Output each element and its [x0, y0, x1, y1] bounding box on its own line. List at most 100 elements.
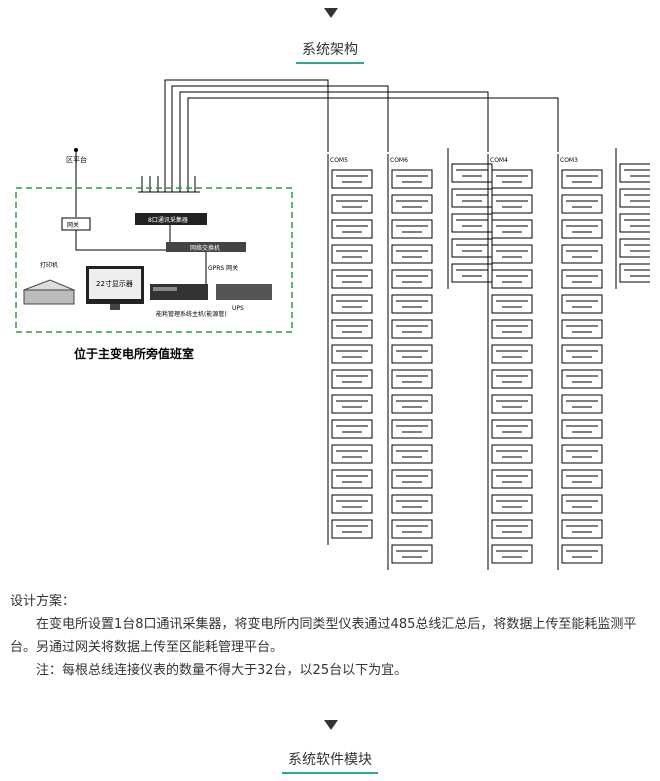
meter-box — [619, 163, 650, 183]
section-title-architecture: 系统架构 — [302, 42, 358, 58]
meter-box — [391, 444, 433, 464]
section-underline-2 — [282, 772, 378, 774]
meter-box — [391, 269, 433, 289]
meter-box — [391, 494, 433, 514]
svg-text:能耗管理系统主机(能源管): 能耗管理系统主机(能源管) — [156, 310, 227, 318]
meter-box — [391, 394, 433, 414]
meter-box — [451, 213, 493, 233]
meter-box — [491, 519, 533, 539]
meter-box — [561, 344, 603, 364]
meter-box — [491, 244, 533, 264]
meter-box — [331, 219, 373, 239]
section-underline — [296, 62, 364, 64]
meter-box — [391, 519, 433, 539]
meter-box — [561, 544, 603, 564]
down-arrow-icon — [324, 8, 338, 18]
meter-box — [491, 269, 533, 289]
meter-box — [331, 394, 373, 414]
svg-text:网关: 网关 — [67, 221, 79, 229]
meter-box — [331, 469, 373, 489]
ups-icon: UPS — [216, 284, 272, 312]
meter-box — [561, 244, 603, 264]
meter-box — [391, 544, 433, 564]
meter-box — [331, 419, 373, 439]
column-header: COM6 — [390, 157, 408, 164]
meter-box — [451, 263, 493, 283]
meter-columns: COM5 COM6 COM4 COM3 — [327, 148, 650, 570]
meter-box — [331, 294, 373, 314]
meter-box — [491, 394, 533, 414]
meter-box — [391, 169, 433, 189]
meter-box — [491, 444, 533, 464]
meter-box — [561, 194, 603, 214]
column-header: COM5 — [330, 157, 348, 164]
meter-box — [391, 419, 433, 439]
meter-box — [491, 319, 533, 339]
meter-box — [331, 169, 373, 189]
meter-box — [561, 169, 603, 189]
meter-box — [619, 213, 650, 233]
meter-box — [491, 369, 533, 389]
meter-box — [561, 294, 603, 314]
design-heading: 设计方案： — [10, 594, 76, 609]
monitor-icon: 22寸显示器 — [86, 266, 144, 310]
meter-box — [391, 369, 433, 389]
meter-box — [451, 163, 493, 183]
meter-box — [491, 294, 533, 314]
meter-box — [331, 244, 373, 264]
meter-box — [561, 394, 603, 414]
svg-text:网络交换机: 网络交换机 — [190, 244, 220, 252]
meter-box — [619, 263, 650, 283]
meter-box — [331, 369, 373, 389]
design-text: 设计方案： 在变电所设置1台8口通讯采集器，将变电所内同类型仪表通过485总线汇… — [10, 590, 650, 682]
meter-box — [391, 319, 433, 339]
meter-box — [391, 469, 433, 489]
column-header: COM4 — [490, 157, 508, 164]
meter-box — [331, 269, 373, 289]
meter-box — [331, 519, 373, 539]
meter-box — [331, 344, 373, 364]
meter-box — [331, 444, 373, 464]
meter-box — [491, 194, 533, 214]
meter-box — [561, 369, 603, 389]
meter-box — [491, 494, 533, 514]
meter-box — [331, 319, 373, 339]
meter-box — [391, 344, 433, 364]
server-icon — [150, 284, 208, 300]
svg-text:打印机: 打印机 — [40, 261, 58, 269]
meter-box — [391, 219, 433, 239]
antenna-icon — [74, 148, 78, 152]
meter-box — [491, 469, 533, 489]
meter-box — [491, 219, 533, 239]
meter-box — [561, 269, 603, 289]
meter-box — [391, 194, 433, 214]
meter-box — [331, 494, 373, 514]
design-paragraph: 在变电所设置1台8口通讯采集器，将变电所内同类型仪表通过485总线汇总后，将数据… — [10, 617, 637, 655]
svg-text:22寸显示器: 22寸显示器 — [96, 279, 133, 288]
meter-box — [561, 444, 603, 464]
system-architecture-diagram: 区平台 网关 8口通讯采集器 网络交换机 GPRS 网关 打印机 22寸显示器 … — [15, 79, 650, 570]
meter-box — [331, 194, 373, 214]
design-note: 注：每根总线连接仪表的数量不得大于32台，以25台以下为宜。 — [36, 663, 408, 678]
diagram-top-node: 区平台 — [66, 155, 87, 164]
meter-box — [561, 494, 603, 514]
meter-box — [619, 238, 650, 258]
section-title-software: 系统软件模块 — [288, 752, 372, 768]
room-label: 位于主变电所旁值班室 — [74, 346, 194, 361]
meter-box — [451, 188, 493, 208]
meter-box — [491, 419, 533, 439]
diagram-collector — [135, 213, 207, 225]
column-header: COM3 — [560, 157, 578, 164]
meter-box — [391, 294, 433, 314]
diagram-switch — [166, 242, 246, 252]
meter-box — [491, 544, 533, 564]
meter-box — [561, 469, 603, 489]
room-dashed-border — [15, 187, 293, 333]
meter-box — [491, 344, 533, 364]
meter-box — [561, 219, 603, 239]
meter-box — [561, 519, 603, 539]
meter-box — [451, 238, 493, 258]
svg-text:8口通讯采集器: 8口通讯采集器 — [148, 216, 188, 224]
meter-box — [491, 169, 533, 189]
svg-text:UPS: UPS — [232, 305, 244, 312]
